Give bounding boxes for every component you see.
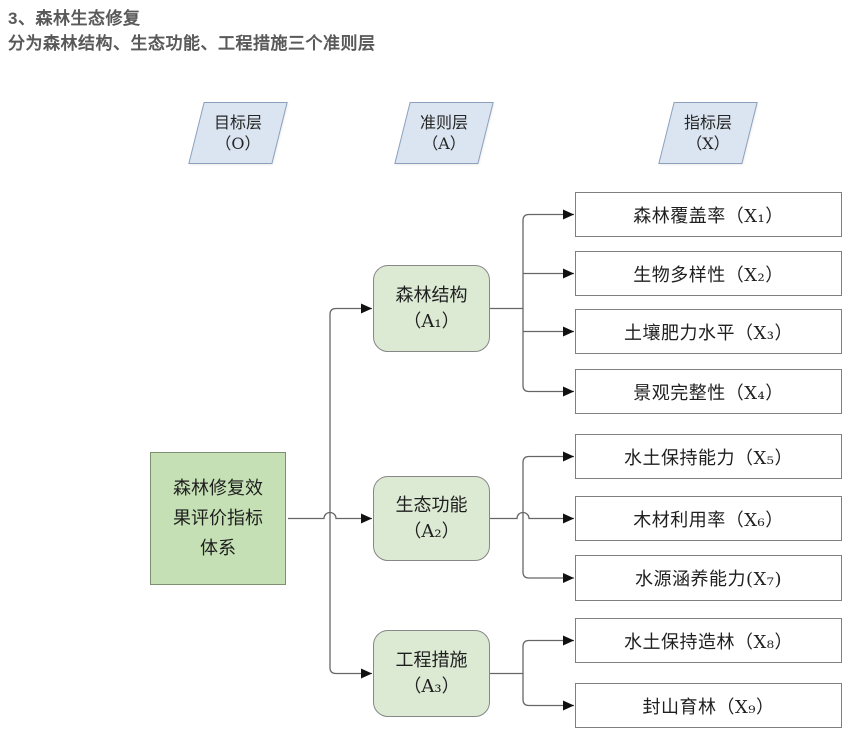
page-title: 3、森林生态修复 bbox=[8, 9, 141, 28]
criteria-box-a3: 工程措施 （A₃） bbox=[373, 630, 490, 717]
criteria-box-a2: 生态功能 （A₂） bbox=[373, 476, 490, 561]
wire-a3-to-x8 bbox=[522, 635, 574, 674]
indicator-box-x5: 水土保持能力（X₅） bbox=[575, 434, 842, 479]
page-subtitle: 分为森林结构、生态功能、工程措施三个准则层 bbox=[8, 34, 376, 53]
layer-header-goal: 目标层 （O） bbox=[188, 102, 288, 164]
goal-box: 森林修复效 果评价指标 体系 bbox=[150, 452, 286, 585]
indicator-box-x6: 木材利用率（X₆） bbox=[575, 496, 842, 541]
wire-a1-to-x1 bbox=[522, 209, 574, 309]
wire-a2-to-x7 bbox=[522, 518, 574, 583]
layer-header-criteria-label: 准则层 （A） bbox=[419, 113, 468, 153]
indicator-box-x9: 封山育林（X₉） bbox=[575, 683, 842, 728]
indicator-box-x2: 生物多样性（X₂） bbox=[575, 251, 842, 296]
layer-header-indicator: 指标层 （X） bbox=[658, 102, 758, 164]
wire-a1-to-x4 bbox=[522, 308, 574, 397]
indicator-box-x7: 水源涵养能力(X₇) bbox=[575, 555, 842, 601]
layer-header-goal-label: 目标层 （O） bbox=[213, 113, 262, 153]
criteria-box-a1: 森林结构 （A₁） bbox=[373, 265, 490, 352]
indicator-box-x1: 森林覆盖率（X₁） bbox=[575, 192, 842, 237]
layer-header-criteria: 准则层 （A） bbox=[394, 102, 494, 164]
title-block: 3、森林生态修复 分为森林结构、生态功能、工程措施三个准则层 bbox=[8, 6, 376, 56]
indicator-box-x3: 土壤肥力水平（X₃） bbox=[575, 309, 842, 354]
indicator-box-x8: 水土保持造林（X₈） bbox=[575, 618, 842, 663]
wire-goal-to-a1 bbox=[329, 303, 372, 519]
wire-goal-to-a2 bbox=[288, 511, 372, 524]
wire-goal-to-a3 bbox=[329, 518, 372, 679]
indicator-box-x4: 景观完整性（X₄） bbox=[575, 369, 842, 414]
wire-a2-to-x6 bbox=[490, 511, 574, 524]
layer-header-indicator-label: 指标层 （X） bbox=[683, 113, 732, 153]
wire-a2-to-x5 bbox=[522, 451, 574, 519]
wire-a3-to-x9 bbox=[522, 673, 574, 711]
